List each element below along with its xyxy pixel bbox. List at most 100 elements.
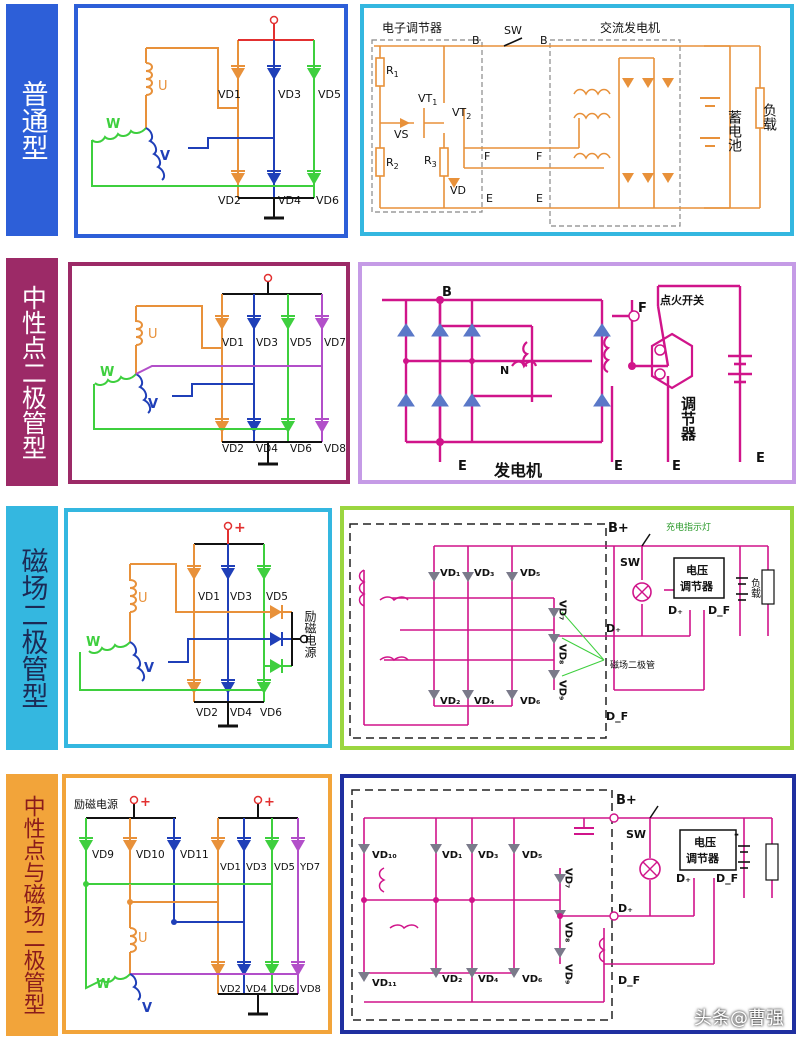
- label-vd6: VD₆: [522, 974, 542, 985]
- label-vd5: VD₅: [522, 850, 542, 861]
- svg-text:R2: R2: [386, 156, 399, 171]
- winding-u-label: U: [148, 327, 158, 342]
- d-f-label: D_F: [708, 604, 730, 617]
- vt2-label: VT: [452, 106, 467, 119]
- panel-field-bridge: + U W V VD1 VD3 VD5 VD2 VD4 VD6 励磁: [64, 508, 332, 748]
- panel-standard-bridge: U W V VD1 VD3 VD5 VD2 VD4 VD6: [74, 4, 348, 238]
- excitation-source-label: 励磁电源: [303, 610, 317, 659]
- voltage-regulator-line1: 电压: [686, 563, 708, 577]
- regulator-label: 调节器: [679, 396, 697, 442]
- b-plus-terminal: B+: [616, 793, 637, 808]
- switch-sw-label: SW: [626, 828, 646, 841]
- vt1-sub: 1: [432, 98, 437, 107]
- excitation-source-label: 励磁电源: [74, 797, 118, 811]
- winding-w-label: W: [96, 977, 110, 992]
- svg-text:VT1: VT1: [418, 92, 437, 107]
- label-vd4: VD4: [256, 443, 278, 455]
- winding-v-label: V: [160, 149, 170, 164]
- battery-label: 蓄电池: [726, 110, 742, 152]
- winding-w-label: W: [86, 635, 100, 650]
- label-vd8: VD₈: [557, 644, 568, 664]
- switch-sw-label: SW: [620, 556, 640, 569]
- ground-e-1: E: [458, 459, 467, 474]
- diode-vd6: [307, 170, 321, 185]
- label-vd6: VD6: [316, 194, 339, 207]
- label-vd1: VD1: [222, 337, 244, 349]
- voltage-regulator-line2: 调节器: [680, 579, 714, 593]
- winding-v-label: V: [144, 661, 154, 676]
- ignition-switch-label: 点火开关: [660, 293, 704, 307]
- svg-text:VT2: VT2: [452, 106, 471, 121]
- svg-text:R1: R1: [386, 64, 399, 79]
- label-vd7: VD₇: [563, 868, 574, 888]
- label-vd9: VD₉: [557, 680, 568, 700]
- voltage-regulator-line1: 电压: [694, 835, 716, 849]
- minus-terminal: -: [734, 827, 739, 841]
- label-vd2: VD2: [218, 194, 241, 207]
- label-vd10: VD₁₀: [372, 850, 397, 861]
- label-vd3: VD3: [256, 337, 278, 349]
- label-vd8: VD8: [300, 984, 321, 995]
- vd-label: VD: [450, 184, 466, 197]
- label-vd4: VD4: [278, 194, 301, 207]
- label-vd4: VD₄: [474, 696, 494, 707]
- r2-sub: 2: [394, 162, 399, 171]
- winding-w-label: W: [106, 117, 120, 132]
- row-label-field-diode: 磁场二极管型: [6, 506, 58, 750]
- ground-e-3: E: [672, 459, 681, 474]
- neutral-n-label: N: [500, 364, 509, 377]
- label-vd4: VD4: [246, 984, 267, 995]
- terminal-f: F: [638, 301, 647, 316]
- terminal-e-left: E: [486, 192, 493, 205]
- label-vd7: VD₇: [557, 600, 568, 620]
- r3-sub: 3: [432, 160, 437, 169]
- label-vd1: VD1: [218, 88, 241, 101]
- d-plus-label: D₊: [668, 604, 683, 617]
- d-f-terminal: D_F: [618, 974, 640, 987]
- label-vd2: VD₂: [442, 974, 462, 985]
- terminal-f-right: F: [536, 150, 542, 163]
- label-vd5: VD5: [274, 862, 295, 873]
- panel-standard-circuit: 电子调节器 交流发电机 B SW B: [360, 4, 794, 236]
- label-vd7: VD7: [324, 337, 346, 349]
- r1-sub: 1: [394, 70, 399, 79]
- ground-e-2: E: [614, 459, 623, 474]
- d-plus-label: D₊: [676, 872, 691, 885]
- panel-neutral-field-circuit: B+ SW 电压 调节器 D₊ D_F - D₊ D_F VD₁₀ VD₁ VD…: [340, 774, 796, 1034]
- panel-neutral-bridge: U W V VD1 VD3 VD5 VD7 VD2 VD4 VD6 VD8: [68, 262, 350, 484]
- terminal-b: B: [442, 285, 452, 300]
- terminal-f-left: F: [484, 150, 490, 163]
- winding-u-label: U: [158, 79, 168, 94]
- label-vd2: VD2: [220, 984, 241, 995]
- winding-u-label: U: [138, 931, 148, 946]
- winding-w-label: W: [100, 365, 114, 380]
- plus-terminal-right: +: [264, 795, 275, 810]
- diode-vd1: [231, 65, 245, 80]
- label-vd11: VD11: [180, 849, 209, 861]
- row-label-text: 中性点与磁场二极管型: [19, 795, 45, 1015]
- label-vd1: VD₁: [442, 850, 462, 861]
- diode-vd5: [307, 65, 321, 80]
- label-vd1: VD1: [220, 862, 241, 873]
- b-plus-terminal: B+: [608, 521, 629, 536]
- label-vd3: VD3: [246, 862, 267, 873]
- load-label: 负载: [761, 103, 777, 132]
- d-f-label: D_F: [716, 872, 738, 885]
- vt1-label: VT: [418, 92, 433, 105]
- panel-neutral-circuit: B F N 点火开关 调节器 发电机 E E E E: [358, 262, 796, 484]
- label-vd6: VD6: [274, 984, 295, 995]
- terminal-b-right: B: [540, 34, 548, 47]
- r2-label: R: [386, 156, 394, 169]
- terminal-b-left: B: [472, 34, 480, 47]
- vs-label: VS: [394, 128, 409, 141]
- label-vd2: VD₂: [440, 696, 460, 707]
- row-label-text: 磁场二极管型: [16, 547, 48, 709]
- generator-label: 发电机: [493, 461, 542, 480]
- label-vd1: VD1: [198, 591, 220, 603]
- row-label-text: 中性点二极管型: [18, 284, 48, 460]
- label-vd9: VD₉: [563, 964, 574, 984]
- alternator-title: 交流发电机: [600, 20, 660, 35]
- plus-terminal: +: [234, 520, 246, 536]
- ground-e-4: E: [756, 451, 765, 466]
- r1-label: R: [386, 64, 394, 77]
